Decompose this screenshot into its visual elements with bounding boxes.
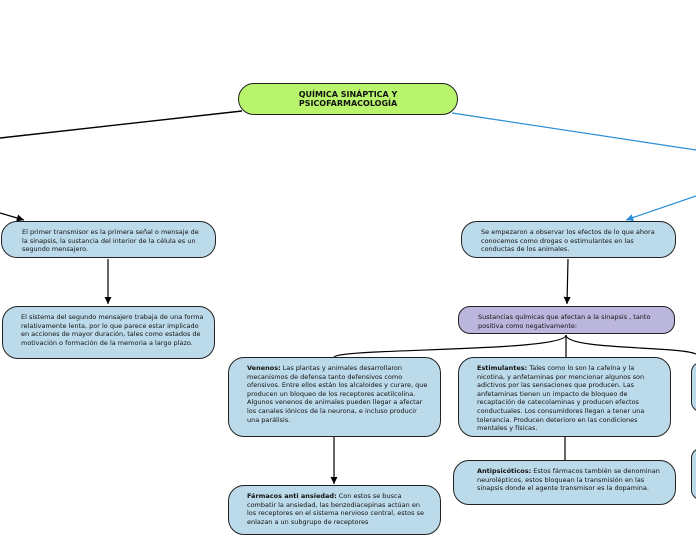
node-text: Estos fármacos también se denominan neur…: [477, 467, 660, 493]
connector-efectos-to-sustancias: [563, 258, 571, 305]
node-primer-transmisor[interactable]: El primer transmisor es la primera señal…: [1, 221, 216, 258]
node-heading: Venenos:: [247, 364, 281, 372]
node-heading: Antipsicóticos:: [477, 467, 532, 475]
node-text: El sistema del segundo mensajero trabaja…: [21, 313, 204, 347]
central-topic[interactable]: QUÍMICA SINÁPTICA Y PSICOFARMACOLOGÍA: [238, 83, 458, 115]
connector-to-efectos: [625, 195, 696, 222]
node-text: Sustancias químicas que afectan a la sin…: [478, 313, 651, 330]
connector-sustancias-to-venenos: [333, 334, 567, 358]
connector-layer: [0, 110, 696, 484]
connector-sustancias-to-right: [565, 334, 696, 355]
connector-to-primer-transmisor: [0, 212, 25, 222]
node-venenos[interactable]: Venenos: Las plantas y animales desarrol…: [228, 357, 441, 437]
node-antipsicoticos[interactable]: Antipsicóticos: Estos fármacos también s…: [453, 460, 676, 505]
node-segundo-mensajero[interactable]: El sistema del segundo mensajero trabaja…: [2, 306, 215, 359]
node-efectos-drogas[interactable]: Se empezaron a observar los efectos de l…: [461, 221, 676, 258]
node-sustancias-quimicas[interactable]: Sustancias químicas que afectan a la sin…: [458, 306, 675, 334]
connector-main-right: [451, 112, 696, 151]
central-topic-title: QUÍMICA SINÁPTICA Y PSICOFARMACOLOGÍA: [298, 89, 398, 109]
node-heading: Fármacos anti ansiedad:: [247, 492, 337, 500]
node-partial-right-lower[interactable]: [691, 448, 696, 500]
connector-main-left: [0, 110, 243, 139]
node-heading: Estimulantes:: [477, 364, 528, 372]
node-text: Se empezaron a observar los efectos de l…: [481, 228, 655, 254]
node-text: El primer transmisor es la primera señal…: [22, 228, 199, 254]
node-partial-right-upper[interactable]: [691, 362, 696, 412]
node-farmacos-ansiedad[interactable]: Fármacos anti ansiedad: Con estos se bus…: [228, 485, 441, 535]
node-text: Tales como lo son la cafeína y la nicoti…: [477, 364, 645, 433]
node-text: Las plantas y animales desarrollaron mec…: [247, 364, 428, 424]
node-estimulantes[interactable]: Estimulantes: Tales como lo son la cafeí…: [458, 357, 671, 437]
